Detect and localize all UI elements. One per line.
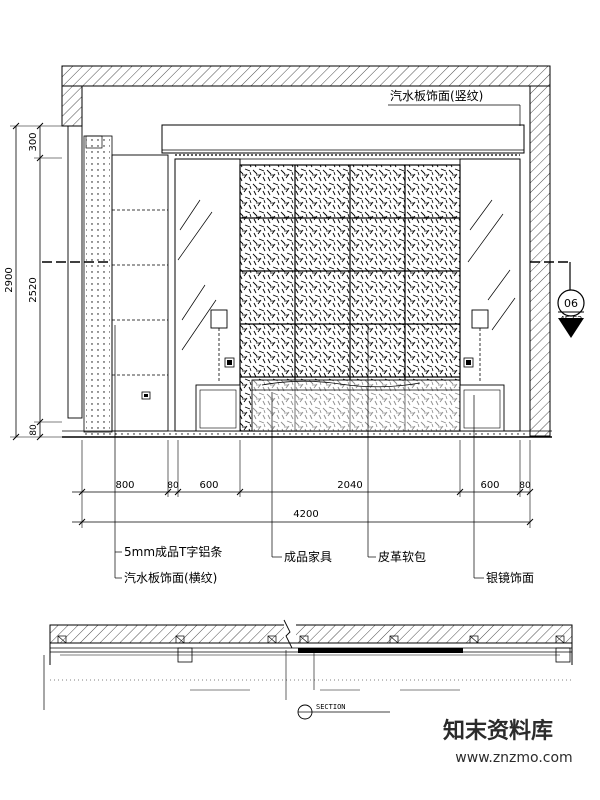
dim-total-width: 4200 (293, 509, 318, 520)
dim-seg-800: 800 (115, 480, 134, 491)
nightstand-left (195, 384, 241, 432)
watermark: 知末资料库 www.znzmo.com (443, 718, 573, 766)
plan-section: SECTION (43, 619, 573, 720)
ceiling-bulkhead (161, 124, 525, 160)
annotation-t-aluminium: 5mm成品T字铝条 (124, 544, 222, 559)
nightstand-right (459, 384, 505, 432)
annotation-leaders: 5mm成品T字铝条 汽水板饰面(横纹) 成品家具 皮革软包 银镜饰面 (114, 325, 534, 585)
dim-seg-80-right: 80 (519, 481, 531, 491)
watermark-title: 知末资料库 (443, 718, 553, 744)
dim-total-height: 2900 (4, 267, 15, 292)
wall-hatch (61, 65, 551, 437)
dim-top-height: 300 (28, 132, 39, 151)
section-marker: 06 4F-S2 (557, 289, 585, 338)
section-cut-line (42, 261, 571, 292)
annotation-vertical-grain-label: 汽水板饰面(竖纹) (390, 88, 483, 103)
left-dimension-chain: 2900 300 2520 80 (4, 122, 62, 441)
section-marker-number: 06 (564, 297, 578, 310)
dim-bottom-height: 80 (29, 424, 39, 436)
annotation-horizontal-grain: 汽水板饰面(横纹) (124, 570, 217, 585)
dim-seg-2040: 2040 (337, 480, 362, 491)
dim-mid-height: 2520 (28, 277, 39, 302)
dim-seg-600-left: 600 (199, 480, 218, 491)
annotation-vertical-grain: 汽水板饰面(竖纹) (388, 88, 521, 126)
floor-line (62, 430, 552, 438)
section-marker-sheet: 4F-S2 (560, 315, 583, 324)
bottom-dimension-chain: 800 80 600 2040 600 80 4200 (72, 440, 534, 528)
wall-lamp-left (210, 309, 235, 383)
plan-section-title: SECTION (316, 703, 346, 711)
wall-lamp-right (463, 309, 489, 383)
horizontal-grain-panel (111, 154, 169, 432)
bed-furniture (251, 379, 461, 432)
annotation-furniture: 成品家具 (284, 549, 332, 564)
annotation-mirror: 银镜饰面 (486, 570, 534, 585)
watermark-url: www.znzmo.com (455, 750, 572, 766)
dim-seg-80-left: 80 (167, 481, 179, 491)
dim-seg-600-right: 600 (480, 480, 499, 491)
annotation-leather: 皮革软包 (378, 550, 426, 564)
left-wall-panel (67, 125, 113, 433)
